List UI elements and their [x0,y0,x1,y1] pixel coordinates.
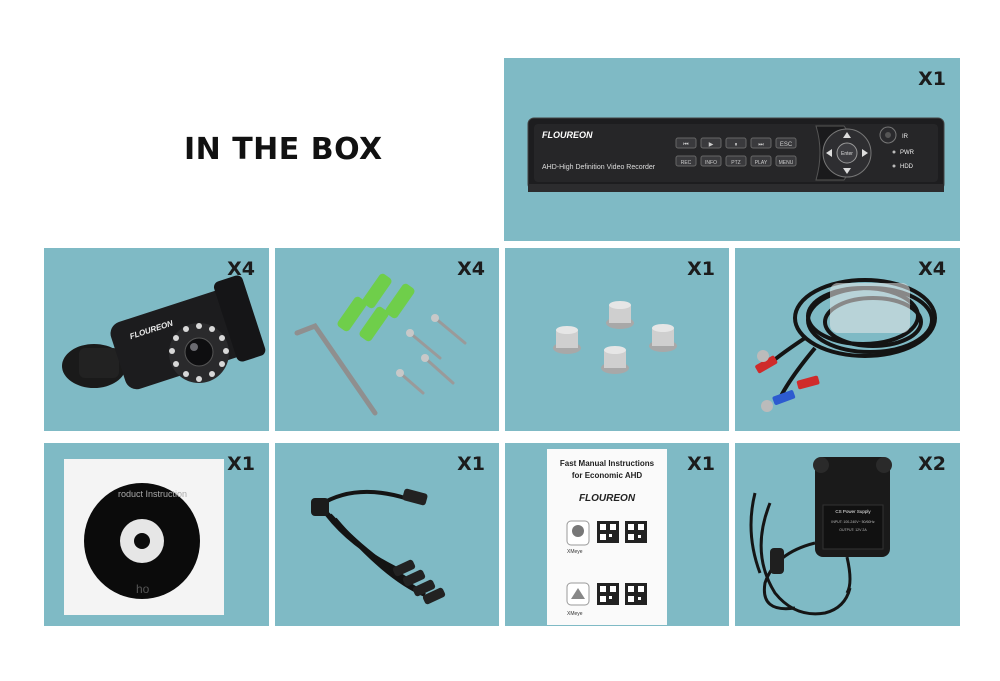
qr-code-icon [597,583,619,605]
page-title: IN THE BOX [184,132,383,167]
qty-label: X1 [687,453,715,475]
manual-app-label-1: XMeye [567,549,583,555]
dvr-enter-button[interactable] [836,142,858,164]
cable-bag [830,283,910,333]
bolt [601,346,629,374]
dvr-btn-prev[interactable]: ⏮ [683,142,689,148]
indicator-hdd: HDD [900,164,914,170]
cd-panel: X1 roduct Instruction ho [44,443,269,626]
ferrite-bead [770,548,784,574]
dvr-btn-pause[interactable]: ⏸ [734,142,737,148]
dvr-btn-esc[interactable]: ESC [780,142,793,148]
manual-heading-line1: Fast Manual Instructions [559,459,655,468]
arrow-down-icon [843,168,851,174]
cd-label-text: roduct Instruction [118,489,187,499]
qty-label: X2 [918,453,946,475]
cd-bottom-text: ho [136,582,150,596]
adapter-label-line3: OUTPUT: 12V 2A [839,528,867,532]
dvr-illustration: FLOUREON AHD-High Definition Video Recor… [527,117,945,192]
screw-heads [396,314,439,377]
adapter-label-line2: INPUT: 100-240V~ 50/60Hz [831,520,875,524]
dvr-btn-ptz[interactable]: PTZ [731,160,740,166]
screws [398,316,467,395]
qty-label: X1 [227,453,255,475]
camera-lens-icon [184,337,214,367]
splitter-hub [311,498,329,516]
manual-heading-line2: for Economic AHD [571,471,643,480]
dc-female-connector [402,488,428,506]
qty-label: X1 [457,453,485,475]
bolt [649,324,677,352]
dvr-brand: FLOUREON [542,130,593,140]
adapter-body [813,457,892,557]
dvr-btn-next[interactable]: ⏭ [758,142,764,148]
dvr-buttons-row2: REC INFO PTZ PLAY MENU [675,155,797,167]
dvr-model-text: AHD-High Definition Video Recorder [542,164,656,171]
dvr-enter-label: Enter [841,151,853,157]
arrow-up-icon [843,132,851,138]
arrow-right-icon [862,149,868,157]
bolts-panel: X1 [505,248,729,431]
qr-code-icon [597,521,619,543]
adapter-cable [749,492,852,616]
bolts-illustration [553,301,677,374]
indicator-ir: IR [902,134,909,140]
camera-illustration: FLOUREON [62,275,266,390]
manual-panel: X1 Fast Manual Instructions for Economic… [505,443,729,626]
qty-label: X4 [457,258,485,280]
connector-plugs [755,350,820,412]
qr-code-icon [625,521,647,543]
wall-anchors [337,273,415,342]
splitter-panel: X1 [275,443,499,626]
qty-label: X4 [227,258,255,280]
qty-label: X1 [687,258,715,280]
power-adapter-panel: X2 CS Power Supply INPUT: 100-240V~ 50/6… [735,443,960,626]
dvr-btn-play[interactable]: ▶ [709,142,714,148]
anchors-screws-illustration [294,273,467,416]
dvr-buttons-row1: ⏮ ▶ ⏸ ⏭ ESC [675,137,797,149]
qr-code-icon [625,583,647,605]
manual-illustration: XMeye XMeye [566,520,647,617]
camera-panel: X4 FLOUREON [44,248,269,431]
power-adapter-illustration: CS Power Supply INPUT: 100-240V~ 50/60Hz… [749,457,892,616]
cd-illustration: roduct Instruction ho [64,459,224,615]
cables-illustration [755,278,937,412]
ir-leds [169,323,229,382]
anchors-screws-panel: X4 [275,248,499,431]
hex-key-icon [294,322,378,416]
manual-brand: FLOUREON [578,493,636,504]
dc-male-connectors [392,559,446,605]
dvr-panel: X1 FLOUREON AHD-High Definition Video Re… [504,58,960,241]
dvr-btn-rec[interactable]: REC [681,160,692,166]
adapter-label-line1: CS Power Supply [835,509,871,514]
bolt [606,301,634,329]
cables-panel: X4 [735,248,960,431]
indicator-pwr: PWR [900,150,915,156]
bolt [553,326,581,354]
qty-label: X4 [918,258,946,280]
dvr-btn-menu[interactable]: MENU [779,160,794,166]
qty-label: X1 [918,68,946,90]
dvr-btn-playback[interactable]: PLAY [755,160,768,166]
dvr-btn-info[interactable]: INFO [705,160,717,166]
splitter-illustration [311,488,446,605]
manual-app-label-2: XMeye [567,611,583,617]
arrow-left-icon [826,149,832,157]
